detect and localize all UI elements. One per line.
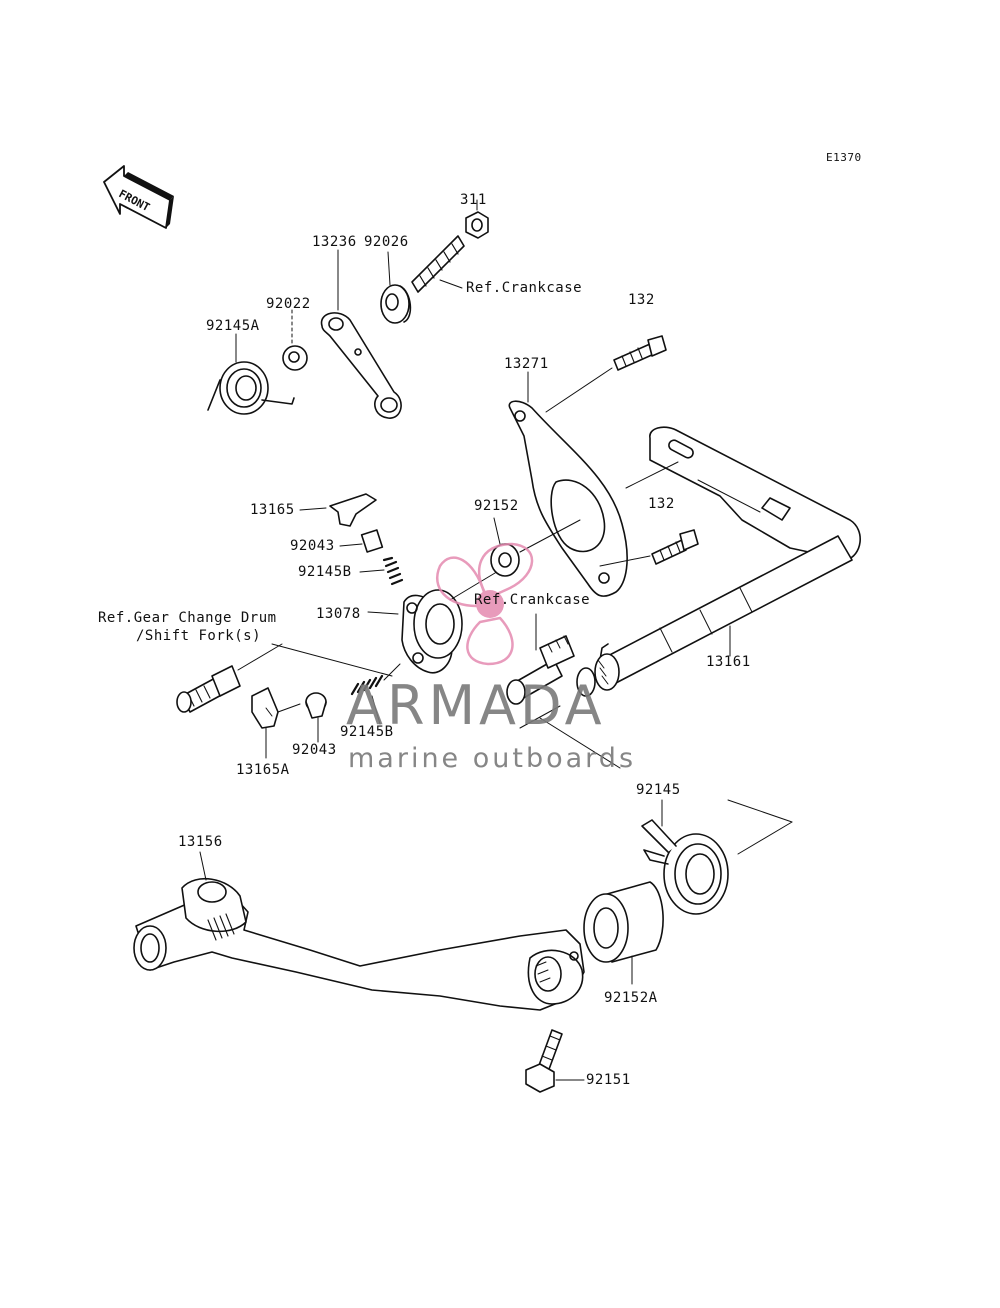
diagram-code: E1370 <box>826 151 862 164</box>
pin-92043-top <box>339 529 384 553</box>
stud-bolt <box>411 235 465 293</box>
cam-13078 <box>367 569 501 674</box>
label-92152A: 92152A <box>604 990 658 1006</box>
spring-92145B-top <box>359 556 404 586</box>
watermark-brand: ARMADA <box>346 674 606 737</box>
label-92145A: 92145A <box>206 318 260 334</box>
label-13165: 13165 <box>250 502 295 518</box>
washer-92026 <box>380 251 412 324</box>
label-92043-top: 92043 <box>290 538 335 554</box>
label-92022: 92022 <box>266 296 311 312</box>
collar-92152A <box>583 881 664 985</box>
label-13161: 13161 <box>706 654 751 670</box>
spring-92145B-bottom <box>350 663 401 725</box>
label-92026: 92026 <box>364 234 409 250</box>
label-92145: 92145 <box>636 782 681 798</box>
pedal-13156 <box>133 851 585 1011</box>
shaft-13161 <box>576 426 861 697</box>
leader-lines <box>519 705 793 855</box>
bolt-132-mid <box>599 529 699 567</box>
label-92043-bottom: 92043 <box>292 742 337 758</box>
drum-pin-bolt <box>176 643 393 713</box>
label-13156: 13156 <box>178 834 223 850</box>
stopper-13165A <box>251 687 301 759</box>
label-132-mid: 132 <box>648 496 675 512</box>
ref-gear-drum-line1: Ref.Gear Change Drum <box>98 610 277 626</box>
label-92145B-top: 92145B <box>298 564 352 580</box>
ref-crankcase-mid: Ref.Crankcase <box>474 592 591 608</box>
nut-311 <box>465 199 489 239</box>
label-92152: 92152 <box>474 498 519 514</box>
bolt-92151 <box>525 1029 585 1093</box>
label-13078: 13078 <box>316 606 361 622</box>
washer-92022 <box>282 309 308 371</box>
bolt-132-top <box>545 335 667 413</box>
propeller-watermark-icon <box>436 542 534 666</box>
label-13271: 13271 <box>504 356 549 372</box>
link-13236 <box>320 249 402 419</box>
label-92151: 92151 <box>586 1072 631 1088</box>
bracket-13271 <box>508 371 628 597</box>
front-arrow-icon: FRONT <box>103 165 174 229</box>
label-132-top: 132 <box>628 292 655 308</box>
label-92145B-bottom: 92145B <box>340 724 394 740</box>
stopper-13165 <box>299 493 377 527</box>
ref-crankcase-top: Ref.Crankcase <box>466 280 583 296</box>
pin-92043-bottom <box>305 692 327 743</box>
label-311: 311 <box>460 192 487 208</box>
ref-gear-drum-line2: /Shift Fork(s) <box>136 628 262 644</box>
crankcase-stud <box>506 613 575 705</box>
label-13236: 13236 <box>312 234 357 250</box>
watermark-tagline: marine outboards <box>348 743 637 774</box>
washer-92152 <box>490 517 581 577</box>
spring-92145A <box>207 333 295 415</box>
label-13165A: 13165A <box>236 762 290 778</box>
spring-92145 <box>641 799 729 915</box>
